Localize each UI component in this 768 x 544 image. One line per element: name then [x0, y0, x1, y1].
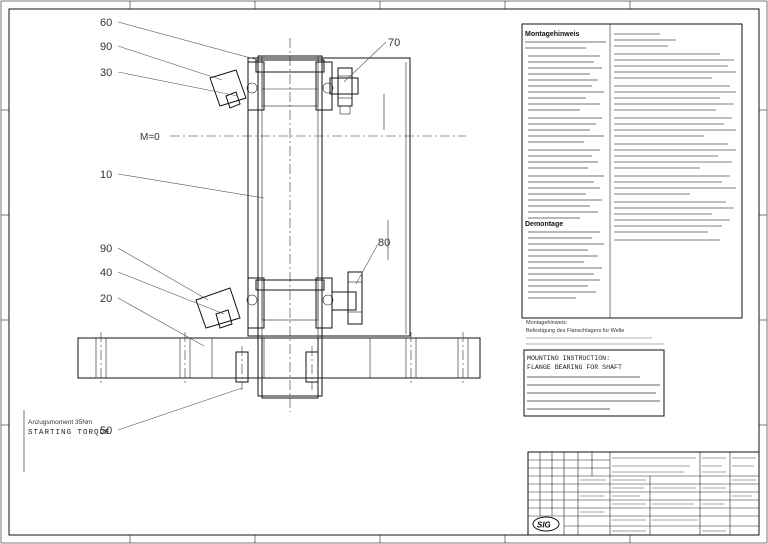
assembly-note-de-2: Befestigung des Flanschlagers fur Welle [526, 328, 624, 334]
callout-10: 10 [100, 169, 112, 181]
title-block-fields [580, 457, 756, 532]
upper-housing [247, 57, 411, 337]
heading-montagehinweis: Montagehinweis [525, 31, 580, 38]
callout-50: 50 [100, 425, 112, 437]
callout-80: 80 [378, 237, 390, 249]
torque-label-en: STARTING TORQUE [28, 429, 111, 437]
notes-en-lines [614, 33, 736, 241]
mounting-instruction-box: Montagehinweis: Befestigung des Flanschl… [523, 320, 665, 417]
notes-de-demontage-lines [528, 231, 604, 299]
callout-20: 20 [100, 293, 112, 305]
mounting-instruction-lines [527, 376, 660, 410]
starting-torque-note: Anzugsmoment 35Nm STARTING TORQUE [23, 410, 111, 472]
svg-text:SIG: SIG [537, 521, 551, 530]
callout-40: 40 [100, 267, 112, 279]
bottom-bearing-assembly [195, 271, 363, 329]
callout-30: 30 [100, 67, 112, 79]
mounting-instruction-title: MOUNTING INSTRUCTION: [527, 355, 610, 362]
torque-label-de: Anzugsmoment 35Nm [28, 419, 92, 426]
notes-de-montage-lines [525, 41, 606, 219]
assembly-note-de-lines [526, 337, 664, 345]
m0-label: M=0 [140, 132, 160, 143]
heading-demontage: Demontage [525, 221, 563, 228]
assembly-drawing: 60 90 30 70 10 90 40 20 80 50 M=0 Anzugs… [23, 17, 481, 472]
callout-90-top: 90 [100, 41, 112, 53]
callout-90-bottom: 90 [100, 243, 112, 255]
notes-panel: Montagehinweis Demontage [521, 23, 743, 319]
base-flange-20 [77, 332, 481, 390]
callout-60: 60 [100, 17, 112, 29]
top-bearing-assembly [209, 59, 359, 115]
mounting-instruction-subtitle: FLANGE BEARING FOR SHAFT [527, 364, 622, 371]
callout-70: 70 [388, 37, 400, 49]
leader-lines [117, 21, 387, 431]
callout-labels: 60 90 30 70 10 90 40 20 80 50 M=0 [100, 17, 400, 437]
title-block: SIG [527, 451, 760, 536]
assembly-note-de-1: Montagehinweis: [526, 320, 568, 326]
dimension-marks [383, 94, 389, 260]
sig-logo: SIG [532, 516, 560, 532]
